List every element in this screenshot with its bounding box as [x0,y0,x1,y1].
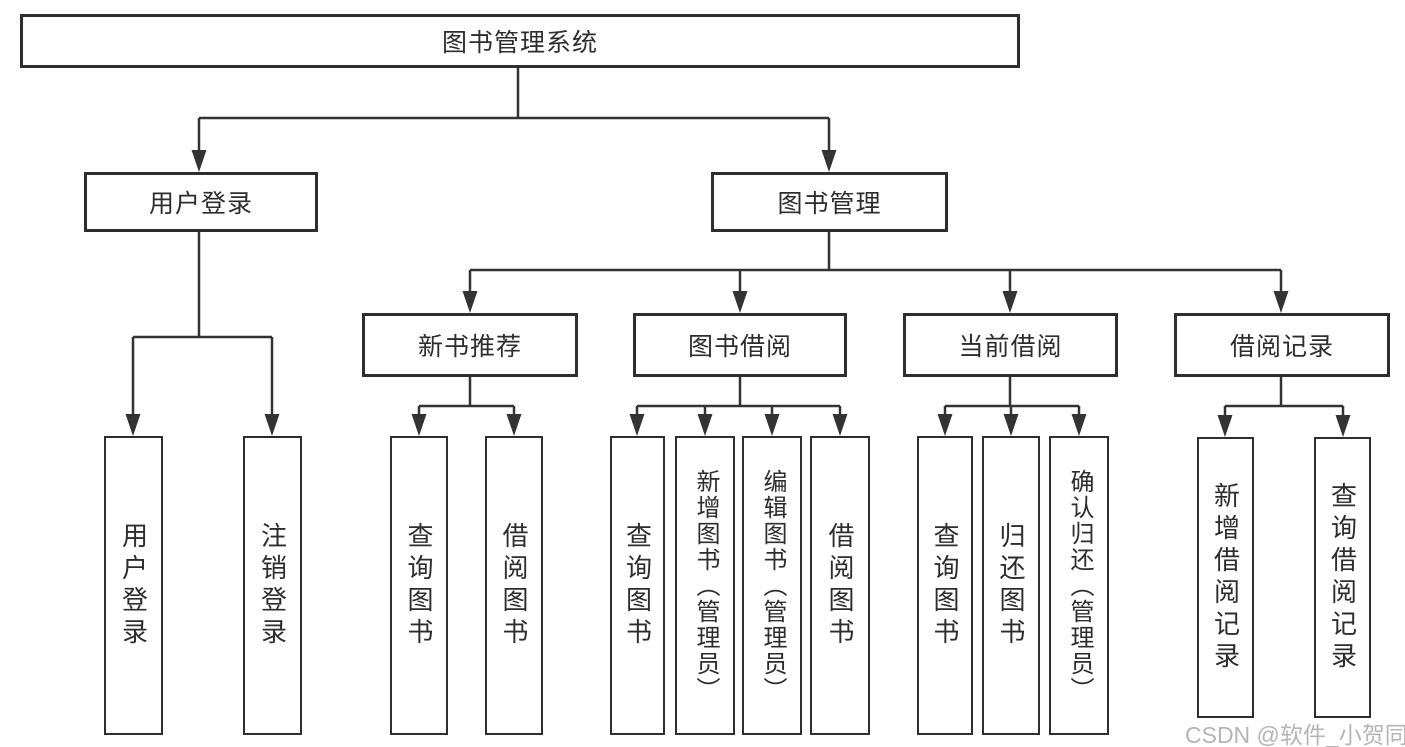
leaf-confirm-return-admin: 确认归还（管理员） [1049,436,1109,735]
leaf-add-borrow-record-label: 新增借阅记录 [1210,481,1241,674]
node-current-borrowing: 当前借阅 [903,313,1118,377]
leaf-add-borrow-record: 新增借阅记录 [1197,437,1254,718]
leaf-borrow-books: 借阅图书 [485,436,543,735]
node-library-management-system: 图书管理系统 [20,14,1020,68]
leaf-logout: 注销登录 [243,436,302,735]
node-book-borrowing: 图书借阅 [633,313,847,377]
node-library-management-system-label: 图书管理系统 [441,29,598,57]
leaf-user-login: 用户登录 [104,436,163,735]
leaf-add-books-admin: 新增图书（管理员） [675,436,735,735]
leaf-query-books: 查询图书 [917,436,973,735]
leaf-borrow-books-label: 借阅图书 [825,521,855,650]
leaf-query-borrow-record: 查询借阅记录 [1314,437,1371,718]
leaf-edit-books-admin: 编辑图书（管理员） [742,436,802,735]
leaf-query-books-label: 查询图书 [622,521,653,650]
leaf-edit-books-admin-label: 编辑图书（管理员） [759,468,786,703]
leaf-query-borrow-record-label: 查询借阅记录 [1327,481,1358,674]
node-book-borrowing-label: 图书借阅 [687,333,792,361]
node-new-book-recommendation-label: 新书推荐 [417,333,522,361]
leaf-logout-label: 注销登录 [257,521,288,650]
leaf-return-books-label: 归还图书 [996,521,1026,650]
leaf-return-books: 归还图书 [982,436,1040,735]
node-current-borrowing-label: 当前借阅 [958,333,1063,361]
node-user-login-label: 用户登录 [148,190,253,218]
leaf-query-books-label: 查询图书 [404,521,434,650]
leaf-add-books-admin-label: 新增图书（管理员） [692,468,719,703]
leaf-query-books: 查询图书 [390,436,448,735]
node-book-management: 图书管理 [711,172,948,232]
node-user-login: 用户登录 [84,172,318,232]
node-borrowing-records-label: 借阅记录 [1229,333,1334,361]
leaf-confirm-return-admin-label: 确认归还（管理员） [1066,468,1093,703]
leaf-query-books: 查询图书 [610,436,665,735]
leaf-query-books-label: 查询图书 [930,521,960,650]
leaf-user-login-label: 用户登录 [118,521,149,650]
arrowheads [125,150,1351,437]
node-book-management-label: 图书管理 [777,190,882,218]
leaf-borrow-books: 借阅图书 [810,436,870,735]
csdn-watermark: CSDN @软件_小贺同学 [1185,722,1405,747]
node-new-book-recommendation: 新书推荐 [362,313,578,377]
tree-edges [131,68,1345,416]
leaf-borrow-books-label: 借阅图书 [499,521,529,650]
node-borrowing-records: 借阅记录 [1174,313,1390,377]
